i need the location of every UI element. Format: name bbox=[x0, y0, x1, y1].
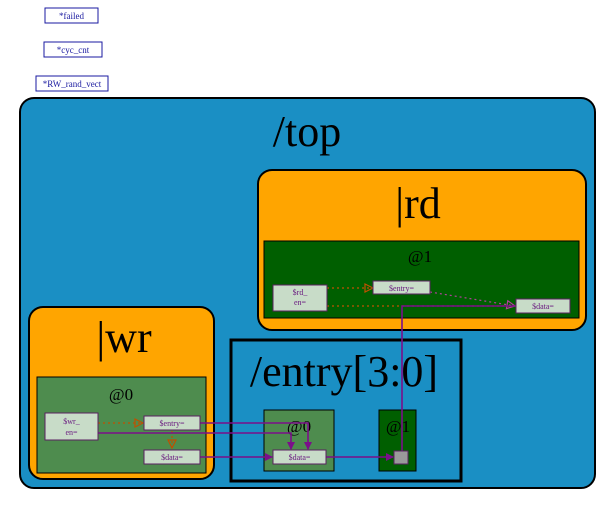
wires bbox=[98, 288, 515, 461]
wr-entry-signal[interactable]: $entry= bbox=[143, 415, 201, 431]
signal-cyc-cnt[interactable]: *cyc_cnt bbox=[43, 41, 103, 58]
wr-entry-label: $entry= bbox=[160, 419, 185, 428]
wire-wr-en-to-entry-data bbox=[98, 432, 295, 450]
wr-data-label: $data= bbox=[161, 453, 183, 462]
signal-failed[interactable]: *failed bbox=[44, 7, 99, 24]
wr-wr-en-line2: en= bbox=[65, 428, 78, 437]
entry-scope-label: /entry[3:0] bbox=[250, 347, 438, 396]
signal-rw-rand-vect[interactable]: *RW_rand_vect bbox=[35, 75, 109, 92]
rd-pipeline-label: |rd bbox=[395, 179, 440, 228]
rd-rd-en-line2: en= bbox=[294, 298, 307, 307]
rd-data-label: $data= bbox=[532, 302, 554, 311]
wr-data-signal[interactable]: $data= bbox=[143, 449, 201, 465]
wire-rd-entry-to-data bbox=[429, 291, 515, 306]
rd-entry-label: $entry= bbox=[389, 284, 414, 293]
wr-stage-0-label: @0 bbox=[109, 385, 133, 404]
entry-stage-1-label: @1 bbox=[386, 417, 410, 436]
entry-data-signal[interactable]: $data= bbox=[272, 449, 327, 465]
rd-rd-en-line1: $rd_ bbox=[293, 288, 309, 297]
rd-data-signal[interactable]: $data= bbox=[515, 298, 571, 314]
wr-pipeline-label: |wr bbox=[96, 313, 152, 362]
entry-scope bbox=[229, 338, 463, 483]
rd-entry-signal[interactable]: $entry= bbox=[372, 280, 431, 295]
signal-failed-label: *failed bbox=[59, 11, 84, 21]
wr-wr-en-signal[interactable]: $wr_ en= bbox=[44, 412, 99, 441]
entry-data-label: $data= bbox=[289, 453, 311, 462]
wire-entry-data-to-rd-data bbox=[401, 305, 515, 451]
entry-data-register[interactable] bbox=[393, 450, 409, 465]
wr-wr-en-line1: $wr_ bbox=[63, 417, 80, 426]
top-scope-label: /top bbox=[273, 107, 341, 156]
rd-rd-en-signal[interactable]: $rd_ en= bbox=[272, 284, 328, 312]
signal-rw-rand-vect-label: *RW_rand_vect bbox=[43, 79, 102, 89]
entry-stage-0-label: @0 bbox=[287, 417, 311, 436]
rd-stage-1-label: @1 bbox=[408, 247, 432, 266]
wire-wr-entry-to-entry-data bbox=[200, 422, 312, 450]
signal-cyc-cnt-label: *cyc_cnt bbox=[57, 45, 90, 55]
